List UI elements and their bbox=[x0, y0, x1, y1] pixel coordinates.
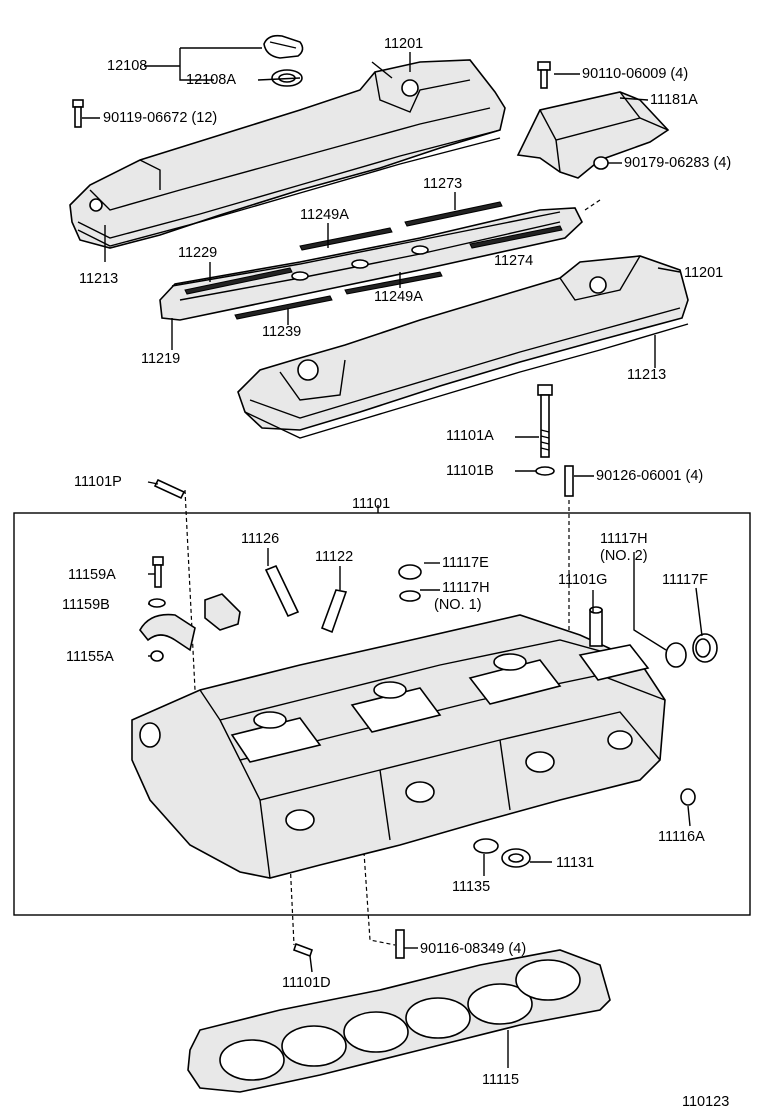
plug-11117h-no1 bbox=[399, 590, 421, 602]
ring-11135 bbox=[473, 838, 499, 854]
stud-11101p bbox=[153, 478, 186, 500]
label-11181a: 11181A bbox=[650, 92, 698, 108]
bushing-11155a bbox=[150, 650, 164, 662]
label-11101a: 11101A bbox=[446, 428, 494, 444]
label-12108: 12108 bbox=[107, 58, 148, 74]
figure-number: 110123 bbox=[682, 1094, 730, 1110]
bearing-cap bbox=[139, 593, 241, 652]
label-12108a: 12108A bbox=[186, 72, 236, 88]
label-90116: 90116-08349 (4) bbox=[420, 941, 527, 957]
label-11117h-no1: (NO. 1) bbox=[434, 597, 482, 613]
bolt-90119 bbox=[72, 99, 84, 128]
cylinder-head-cover-right bbox=[237, 255, 689, 439]
plug-11117h-no2 bbox=[665, 642, 687, 668]
grommet-90179 bbox=[593, 156, 609, 170]
label-11117f: 11117F bbox=[662, 572, 708, 588]
cylinder-head-cover-left bbox=[69, 59, 506, 249]
stud-90116 bbox=[395, 929, 405, 959]
label-11117e: 11117E bbox=[442, 555, 489, 571]
label-11122: 11122 bbox=[315, 549, 354, 565]
label-11101d: 11101D bbox=[282, 975, 331, 991]
bolt-washer bbox=[535, 466, 555, 476]
washer-11159b bbox=[148, 598, 166, 608]
label-11101g: 11101G bbox=[558, 572, 608, 588]
label-11249a-top: 11249A bbox=[300, 207, 349, 223]
label-11135: 11135 bbox=[452, 879, 491, 895]
label-11273: 11273 bbox=[423, 176, 463, 192]
plug-11116a bbox=[680, 788, 696, 806]
label-11159b: 11159B bbox=[62, 597, 110, 613]
valve-guide-11126 bbox=[264, 564, 300, 618]
label-11239: 11239 bbox=[262, 324, 302, 340]
label-11213-left: 11213 bbox=[79, 271, 119, 287]
bolt-90110 bbox=[537, 61, 551, 89]
label-11159a: 11159A bbox=[68, 567, 116, 583]
pin-11101g bbox=[589, 606, 603, 647]
label-11219: 11219 bbox=[141, 351, 181, 367]
label-11126: 11126 bbox=[241, 531, 280, 547]
cylinder-head-body bbox=[131, 614, 666, 879]
label-11249a-bottom: 11249A bbox=[374, 289, 423, 305]
label-90110: 90110-06009 (4) bbox=[582, 66, 689, 82]
label-11201-right: 11201 bbox=[684, 265, 724, 281]
head-bolt bbox=[537, 384, 553, 458]
label-11229: 11229 bbox=[178, 245, 218, 261]
label-11101p: 11101P bbox=[74, 474, 122, 490]
seal-11131 bbox=[501, 848, 531, 868]
label-11274: 11274 bbox=[494, 253, 534, 269]
label-11101b: 11101B bbox=[446, 463, 494, 479]
label-90119: 90119-06672 (12) bbox=[103, 110, 218, 126]
heat-insulator bbox=[516, 91, 670, 179]
oil-filler-cap bbox=[263, 34, 304, 59]
label-11155a: 11155A bbox=[66, 649, 114, 665]
label-11117h-top: 11117H bbox=[600, 531, 648, 547]
label-11101: 11101 bbox=[352, 496, 391, 512]
label-11213-right: 11213 bbox=[627, 367, 667, 383]
label-11116a: 11116A bbox=[658, 829, 705, 845]
plug-11117f bbox=[692, 633, 718, 663]
cylinder-head-frame bbox=[13, 512, 751, 916]
head-cover-gasket-assembly bbox=[159, 201, 583, 321]
label-11117h-mid: 11117H bbox=[442, 580, 490, 596]
bolt-11159a bbox=[152, 556, 164, 588]
stud-11101d bbox=[292, 942, 314, 958]
valve-guide-11122 bbox=[320, 589, 348, 634]
label-11201-top: 11201 bbox=[384, 36, 424, 52]
cylinder-head-gasket bbox=[187, 949, 611, 1093]
stud-90126 bbox=[564, 465, 574, 497]
label-90179: 90179-06283 (4) bbox=[624, 155, 732, 171]
label-11117h-no2: (NO. 2) bbox=[600, 548, 648, 564]
label-90126: 90126-06001 (4) bbox=[596, 468, 704, 484]
label-11115: 11115 bbox=[482, 1072, 520, 1088]
label-11131: 11131 bbox=[556, 855, 595, 871]
plug-11117e bbox=[398, 564, 422, 580]
